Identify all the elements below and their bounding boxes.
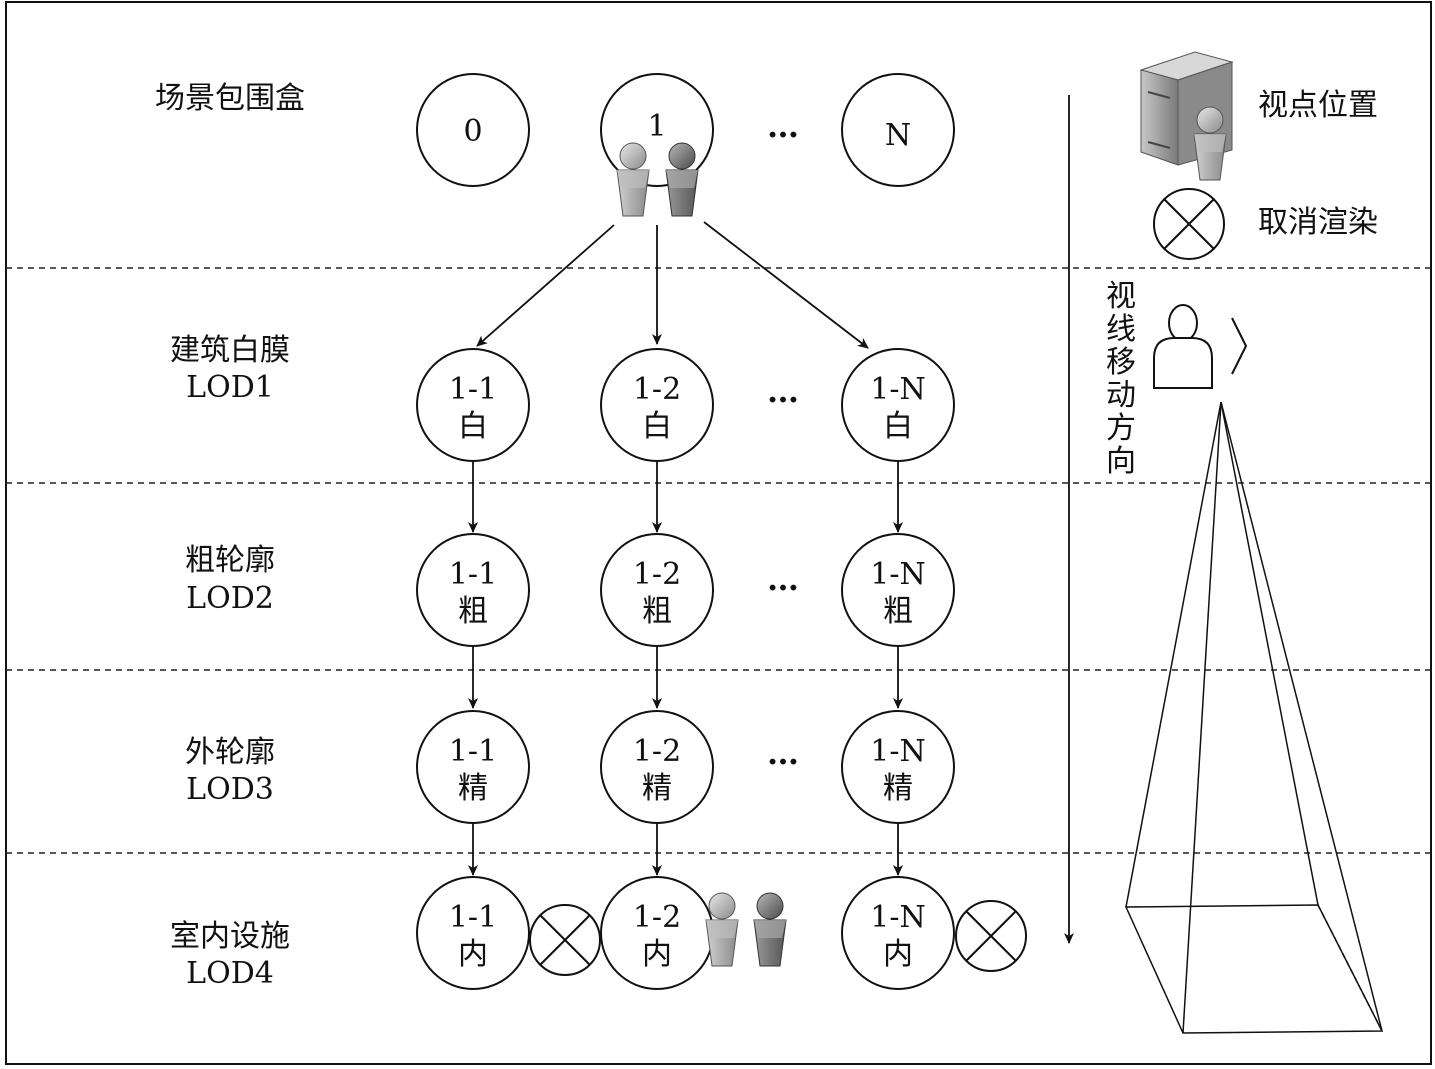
level-label-4: 室内设施 [170, 919, 290, 954]
node-suffix: 粗 [642, 594, 672, 629]
ellipsis-row-2: … [767, 560, 799, 598]
node-id: 1-2 [633, 372, 681, 407]
node-1-2-interior: 1-2 内 [600, 876, 714, 990]
node-suffix: 粗 [883, 594, 913, 629]
legend-viewpoint-label: 视点位置 [1258, 88, 1378, 123]
legend-cancel-label: 取消渲染 [1258, 205, 1378, 240]
node-id: 1-N [870, 900, 925, 935]
cancel-render-icon [529, 904, 601, 976]
cancel-render-icon [955, 900, 1027, 972]
node-1-n-interior: 1-N 内 [841, 876, 955, 990]
ellipsis-top: … [767, 107, 799, 145]
node-id: 1-2 [633, 900, 681, 935]
node-suffix: 精 [458, 771, 488, 806]
node-id: 1-1 [449, 900, 497, 935]
scene-node-0: 0 [416, 73, 530, 187]
viewer-person-icon [616, 142, 650, 217]
scene-node-1-label: 1 [647, 109, 666, 144]
node-1-2-white: 1-2 白 [600, 348, 714, 462]
level-label-1: 建筑白膜 [170, 333, 290, 368]
move-direction-char: 移 [1106, 345, 1136, 380]
node-id: 1-1 [449, 372, 497, 407]
level-label-0: 场景包围盒 [155, 81, 305, 116]
node-1-1-fine: 1-1 精 [416, 710, 530, 824]
arrow-to-1-n [703, 221, 869, 349]
move-direction-char: 视 [1106, 279, 1136, 314]
outer-frame [5, 1, 1432, 1065]
move-direction-char: 向 [1106, 444, 1136, 479]
level-lod-3: LOD3 [186, 772, 274, 807]
node-1-2-fine: 1-2 精 [600, 710, 714, 824]
level-lod-1: LOD1 [186, 370, 274, 405]
node-suffix: 白 [883, 409, 913, 444]
level-label-2: 粗轮廓 [185, 543, 275, 578]
node-suffix: 精 [883, 771, 913, 806]
ellipsis-row-1: … [767, 372, 799, 410]
node-suffix: 粗 [458, 594, 488, 629]
node-id: 1-N [870, 734, 925, 769]
node-suffix: 内 [883, 937, 913, 972]
node-1-n-white: 1-N 白 [841, 348, 955, 462]
scene-node-n-label: N [885, 118, 911, 153]
move-direction-char: 动 [1106, 378, 1136, 413]
node-suffix: 内 [642, 937, 672, 972]
view-frustum [1124, 401, 1384, 1034]
svg-text:视线移动方向: 视线移动方向 [1106, 279, 1136, 479]
move-direction-char: 方 [1106, 411, 1136, 446]
node-1-n-fine: 1-N 精 [841, 710, 955, 824]
level-lod-2: LOD2 [186, 581, 274, 616]
scene-node-n: N [841, 73, 955, 187]
node-suffix: 白 [458, 409, 488, 444]
node-suffix: 白 [642, 409, 672, 444]
node-1-n-coarse: 1-N 粗 [841, 533, 955, 647]
level-label-3: 外轮廓 [185, 735, 275, 770]
level-lod-4: LOD4 [186, 956, 274, 991]
viewer-person-dark-icon [665, 142, 699, 217]
viewer-person-dark-icon [753, 892, 787, 967]
node-1-1-white: 1-1 白 [416, 348, 530, 462]
move-direction-label: 视线移动方向 [1106, 279, 1136, 479]
move-direction-char: 线 [1106, 312, 1136, 347]
arrow-to-1-1 [476, 224, 615, 347]
node-id: 1-1 [449, 557, 497, 592]
node-id: 1-1 [449, 734, 497, 769]
node-id: 1-N [870, 372, 925, 407]
node-id: 1-2 [633, 734, 681, 769]
legend-cancel-icon [1153, 188, 1225, 260]
scene-node-0-label: 0 [463, 114, 482, 149]
node-1-2-coarse: 1-2 粗 [600, 533, 714, 647]
scene-node-1: 1 [600, 73, 714, 187]
node-1-1-coarse: 1-1 粗 [416, 533, 530, 647]
viewer-person-icon [705, 892, 739, 967]
ellipsis-row-3: … [767, 734, 799, 772]
node-id: 1-N [870, 557, 925, 592]
node-id: 1-2 [633, 557, 681, 592]
node-suffix: 内 [458, 937, 488, 972]
viewpoint-person-icon [1193, 106, 1227, 181]
observer-icon [1153, 304, 1248, 389]
node-1-1-interior: 1-1 内 [416, 876, 530, 990]
node-suffix: 精 [642, 771, 672, 806]
